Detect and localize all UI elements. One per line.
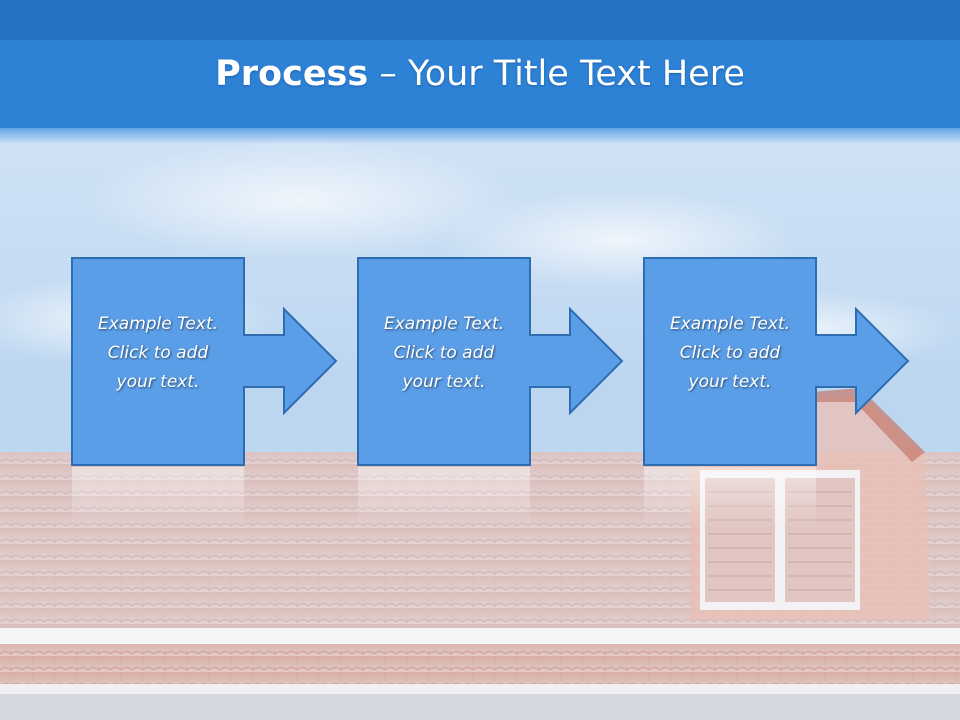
step-2-arrow-box[interactable]	[357, 257, 624, 466]
step-1-reflection	[72, 467, 244, 529]
step-2-line-3: your text.	[402, 372, 486, 392]
step-3-line-1: Example Text.	[669, 314, 791, 334]
step-1-arrow-box[interactable]	[71, 257, 338, 466]
step-1-line-3: your text.	[116, 372, 200, 392]
step-3-reflection	[644, 467, 816, 529]
step-3-line-2: Click to add	[679, 343, 781, 363]
step-1-text[interactable]: Example Text. Click to add your text.	[72, 310, 244, 397]
step-2-reflection	[358, 467, 530, 529]
title-rest: – Your Title Text Here	[368, 54, 745, 94]
step-3-line-3: your text.	[688, 372, 772, 392]
step-3-text[interactable]: Example Text. Click to add your text.	[644, 310, 816, 397]
step-2-line-1: Example Text.	[383, 314, 505, 334]
step-3-arrow-box[interactable]	[643, 257, 910, 466]
step-1-line-2: Click to add	[107, 343, 209, 363]
step-1-line-1: Example Text.	[97, 314, 219, 334]
step-2-text[interactable]: Example Text. Click to add your text.	[358, 310, 530, 397]
slide-title: Process – Your Title Text Here	[0, 52, 960, 96]
title-bold: Process	[215, 54, 369, 94]
step-2-line-2: Click to add	[393, 343, 495, 363]
